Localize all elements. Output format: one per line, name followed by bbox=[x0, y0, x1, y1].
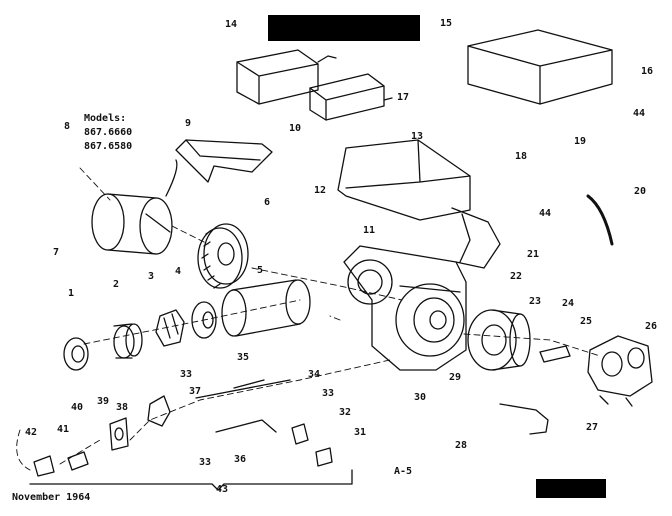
callout-29: 29 bbox=[449, 372, 462, 383]
callout-39: 39 bbox=[97, 396, 110, 407]
callout-12: 12 bbox=[314, 185, 327, 196]
callout-32: 32 bbox=[339, 407, 352, 418]
model-number-2: 867.6580 bbox=[84, 141, 133, 152]
callout-41: 41 bbox=[57, 424, 70, 435]
callout-26: 26 bbox=[645, 321, 658, 332]
callout-34: 34 bbox=[308, 369, 321, 380]
part-3-clip bbox=[155, 309, 185, 347]
callout-15: 15 bbox=[440, 18, 453, 29]
part-39-bracket bbox=[109, 417, 129, 451]
callout-38: 38 bbox=[116, 402, 129, 413]
footer-date: November 1964 bbox=[12, 492, 91, 503]
model-number-1: 867.6660 bbox=[84, 127, 133, 138]
part-12-mounting-plate bbox=[337, 139, 471, 221]
callout-25: 25 bbox=[580, 316, 593, 327]
redaction-block-top bbox=[268, 15, 420, 41]
callout-30: 30 bbox=[414, 392, 427, 403]
callout-28: 28 bbox=[455, 440, 468, 451]
callout-36: 36 bbox=[234, 454, 247, 465]
callout-4: 4 bbox=[175, 266, 182, 277]
callout-31: 31 bbox=[354, 427, 367, 438]
redaction-block-bottom-right bbox=[536, 479, 606, 498]
callout-35: 35 bbox=[237, 352, 250, 363]
part-41-nozzle bbox=[67, 451, 89, 471]
part-6-blower-wheel bbox=[197, 223, 249, 289]
callout-40: 40 bbox=[71, 402, 84, 413]
part-25-coupling bbox=[539, 345, 571, 363]
callout-18: 18 bbox=[515, 151, 528, 162]
part-42-adapter bbox=[33, 455, 55, 477]
part-26-pump bbox=[587, 335, 653, 407]
callout-6: 6 bbox=[264, 197, 271, 208]
callout-19: 19 bbox=[574, 136, 587, 147]
callout-43: 43 bbox=[216, 484, 229, 495]
part-32-insulator bbox=[291, 423, 309, 445]
callout-21: 21 bbox=[527, 249, 540, 260]
part-5-tube bbox=[221, 279, 311, 337]
callout-24: 24 bbox=[562, 298, 575, 309]
callout-20: 20 bbox=[634, 186, 647, 197]
callout-33b: 33 bbox=[322, 388, 335, 399]
callout-1: 1 bbox=[68, 288, 75, 299]
callout-22: 22 bbox=[510, 271, 523, 282]
callout-2: 2 bbox=[113, 279, 120, 290]
callout-16: 16 bbox=[641, 66, 654, 77]
callout-5: 5 bbox=[257, 265, 264, 276]
callout-44b: 44 bbox=[539, 208, 552, 219]
callout-3: 3 bbox=[148, 271, 155, 282]
callout-13: 13 bbox=[411, 131, 424, 142]
callout-7: 7 bbox=[53, 247, 60, 258]
part-35-rod bbox=[233, 379, 265, 389]
callout-9: 9 bbox=[185, 118, 192, 129]
part-17-control-box bbox=[309, 73, 393, 121]
part-29-motor-housing bbox=[467, 309, 531, 371]
part-15-cover bbox=[467, 29, 613, 105]
part-1-ring bbox=[63, 337, 89, 371]
part-14-relay-box bbox=[236, 49, 337, 105]
part-27-fuel-line bbox=[499, 403, 549, 435]
callout-44a: 44 bbox=[633, 108, 646, 119]
callout-17: 17 bbox=[397, 92, 410, 103]
callout-11: 11 bbox=[363, 225, 376, 236]
callout-14: 14 bbox=[225, 19, 238, 30]
callout-8: 8 bbox=[64, 121, 71, 132]
callout-42: 42 bbox=[25, 427, 38, 438]
callout-27: 27 bbox=[586, 422, 599, 433]
part-43-bracket-line bbox=[29, 469, 353, 491]
part-38-electrode-holder bbox=[147, 395, 171, 427]
part-20-cable bbox=[586, 194, 614, 246]
part-36-electrode bbox=[215, 419, 277, 433]
part-21-air-tube bbox=[451, 207, 501, 269]
figure-code: A-5 bbox=[394, 466, 413, 477]
callout-37: 37 bbox=[189, 386, 202, 397]
callout-23: 23 bbox=[529, 296, 542, 307]
callout-33a: 33 bbox=[180, 369, 193, 380]
assembly-lines bbox=[16, 167, 601, 471]
part-9-bracket bbox=[175, 139, 273, 183]
callout-10: 10 bbox=[289, 123, 302, 134]
part-30-burner-housing bbox=[343, 245, 467, 371]
part-34-rod bbox=[195, 379, 291, 399]
part-2-collar bbox=[113, 323, 143, 359]
models-heading: Models: bbox=[84, 113, 127, 124]
callout-33c: 33 bbox=[199, 457, 212, 468]
part-31-plug bbox=[315, 447, 333, 467]
part-7-motor bbox=[91, 159, 178, 255]
